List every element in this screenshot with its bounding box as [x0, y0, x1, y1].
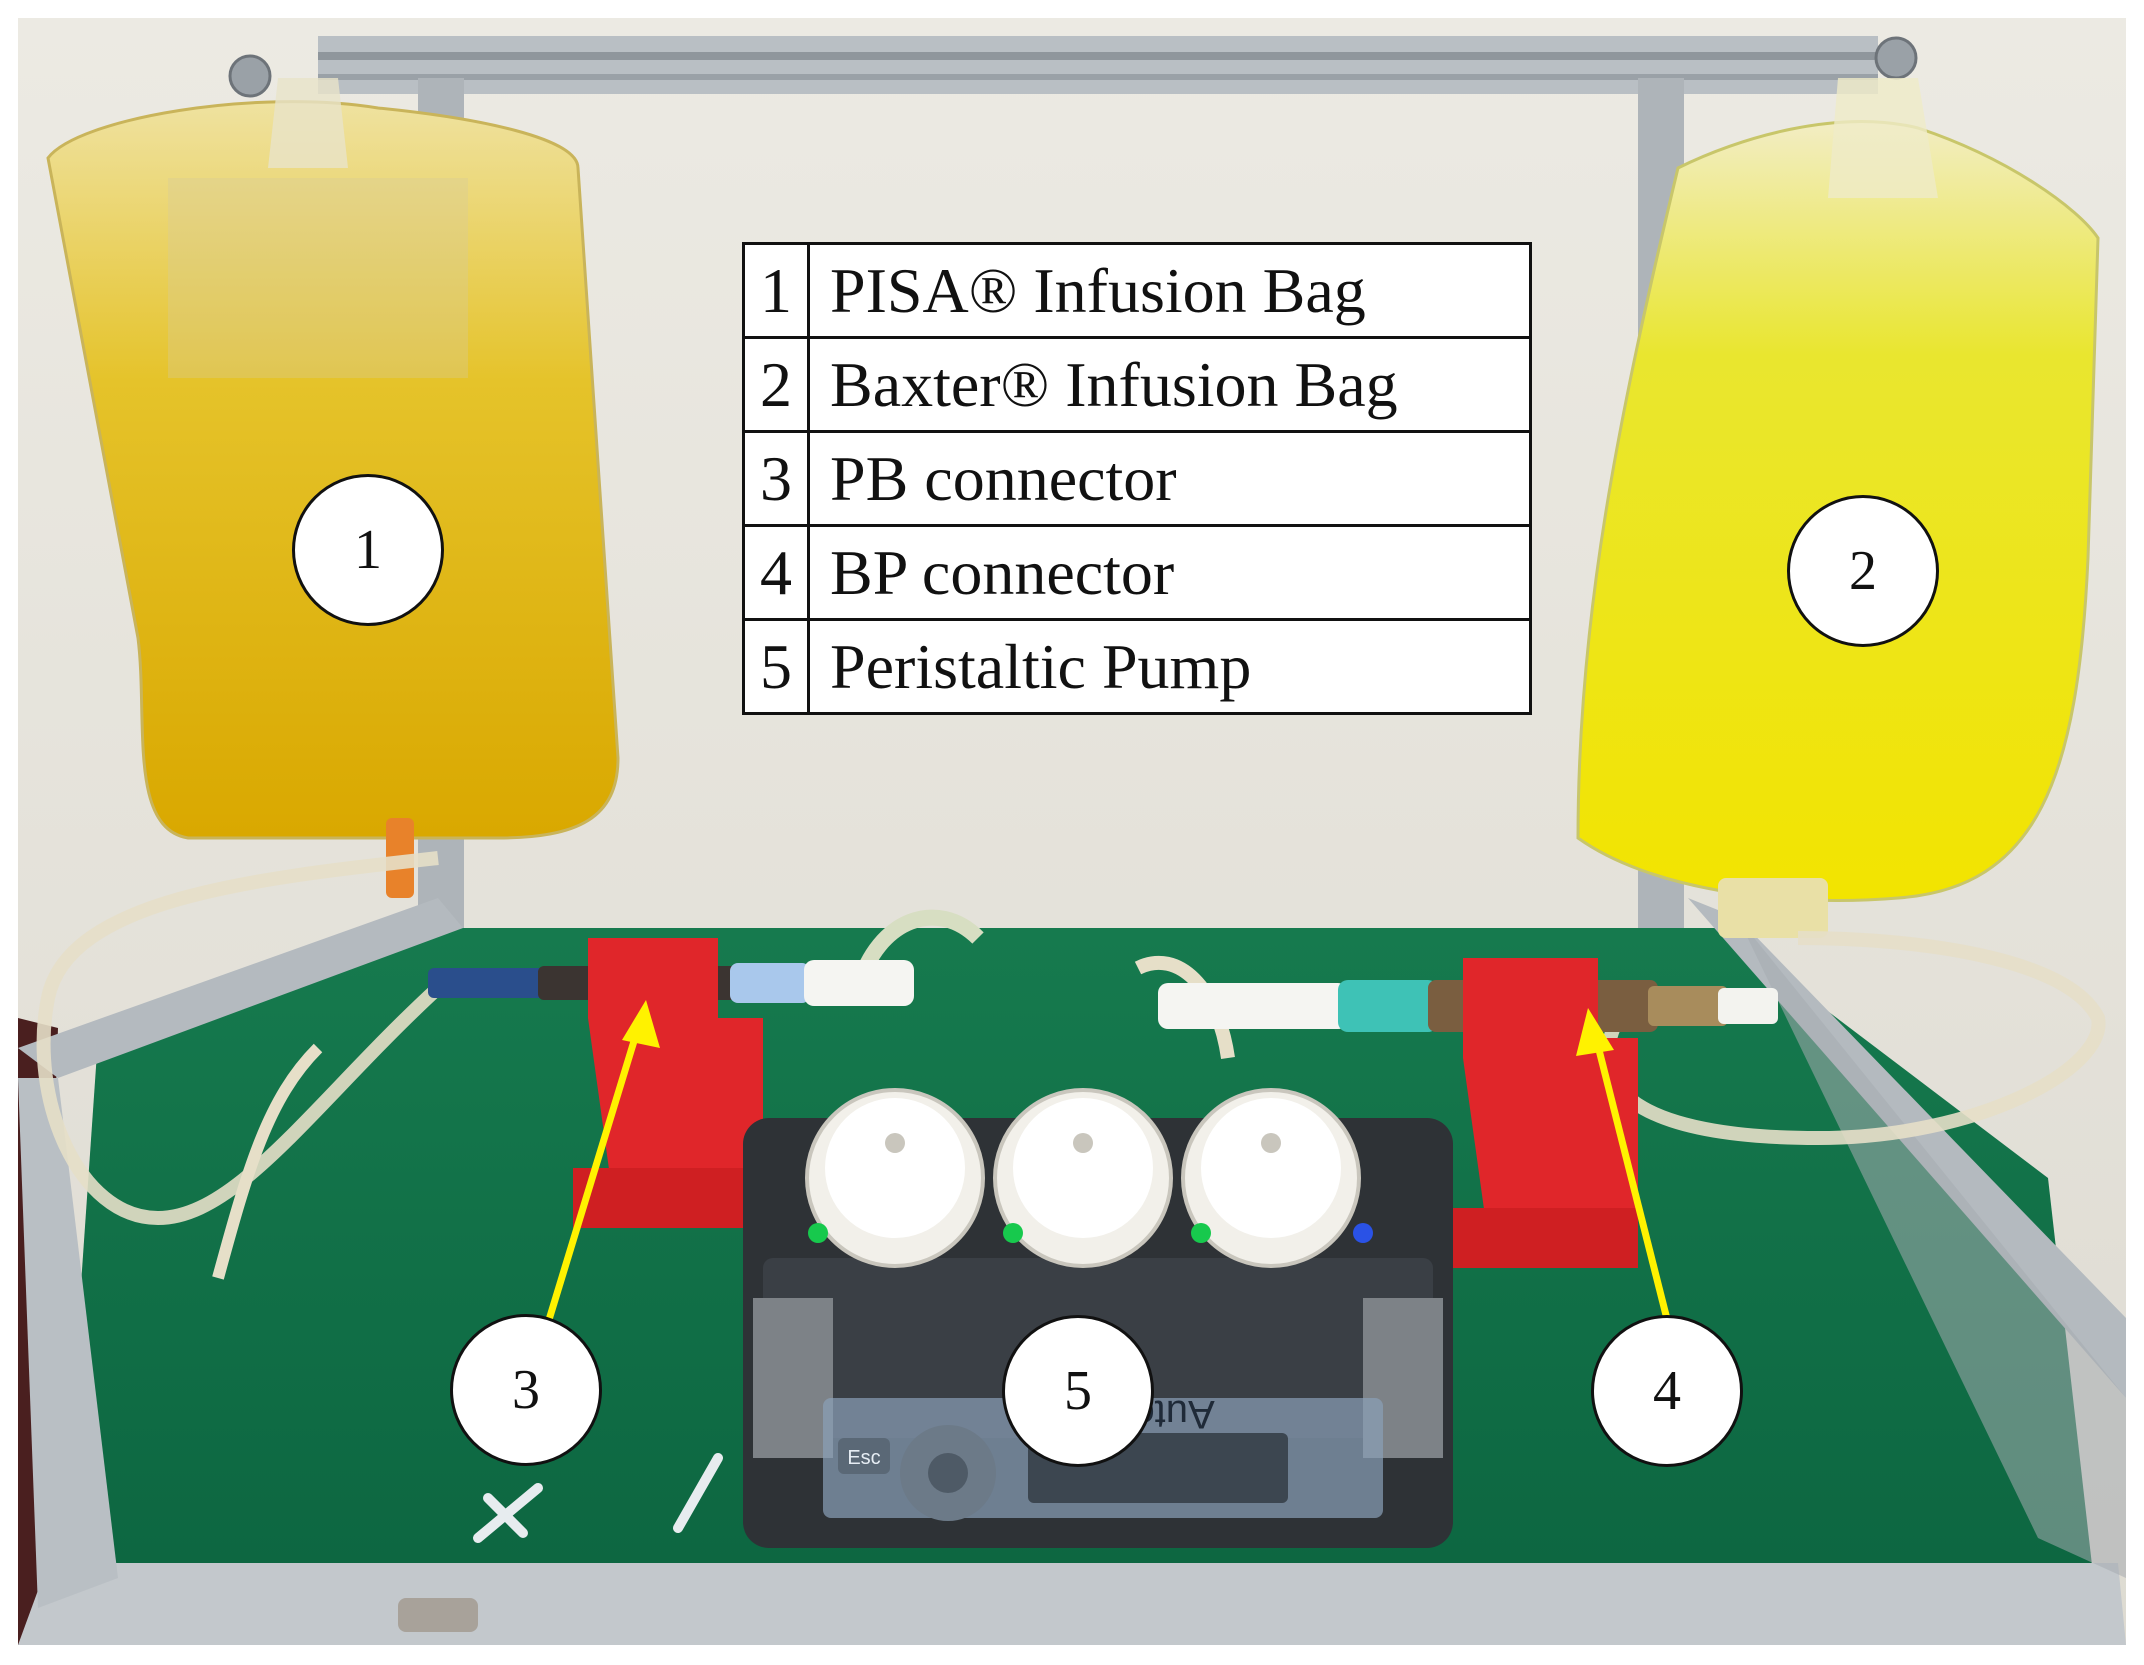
arrow-to-pb-connector [544, 1026, 642, 1325]
tubing-left [36, 851, 443, 1226]
legend-number: 3 [742, 430, 810, 527]
bolt-left [228, 54, 272, 98]
callout-4: 4 [1591, 1315, 1743, 1467]
callout-3: 3 [450, 1314, 602, 1466]
legend-number: 2 [742, 336, 810, 433]
pisa-infusion-bag [46, 100, 620, 840]
legend-number: 1 [742, 242, 810, 339]
legend-label: PISA® Infusion Bag [807, 242, 1532, 339]
holder-left [588, 938, 763, 1198]
pump-esc-key: Esc [847, 1447, 880, 1469]
callout-5: 5 [1002, 1315, 1154, 1467]
callout-4-number: 4 [1653, 1360, 1681, 1422]
arrow-to-bp-connector [1592, 1037, 1672, 1324]
legend-label: PB connector [807, 430, 1532, 527]
loose-connector-1 [473, 1483, 543, 1543]
frame-bottom-bar [18, 1563, 2126, 1645]
metal-fitting [398, 1598, 478, 1632]
pump-heads [805, 1088, 1361, 1268]
callout-1: 1 [292, 474, 444, 626]
frame-top-bar [318, 36, 1878, 94]
photo-scene: Esc Auto pump 1 [18, 18, 2126, 1645]
legend-row: 3 PB connector [742, 430, 1532, 527]
callout-1-number: 1 [354, 519, 382, 581]
legend-label: Peristaltic Pump [807, 618, 1532, 715]
bp-connector-cap [1158, 983, 1348, 1029]
legend-row: 4 BP connector [742, 524, 1532, 621]
led-blue [1353, 1223, 1373, 1243]
legend-number: 5 [742, 618, 810, 715]
callout-5-number: 5 [1064, 1360, 1092, 1422]
legend-number: 4 [742, 524, 810, 621]
legend-label: Baxter® Infusion Bag [807, 336, 1532, 433]
legend-row: 5 Peristaltic Pump [742, 618, 1532, 715]
bolt-right [1874, 36, 1918, 80]
callout-3-number: 3 [512, 1359, 540, 1421]
led-green-2 [1003, 1223, 1023, 1243]
legend-row: 2 Baxter® Infusion Bag [742, 336, 1532, 433]
legend-table: 1 PISA® Infusion Bag 2 Baxter® Infusion … [742, 242, 1532, 715]
legend-row: 1 PISA® Infusion Bag [742, 242, 1532, 339]
frame-left-rail [18, 898, 463, 1078]
tubing-right [1600, 931, 2106, 1146]
callout-2-number: 2 [1849, 540, 1877, 602]
loose-connector-2 [673, 1453, 723, 1533]
led-green-1 [808, 1223, 828, 1243]
led-green-3 [1191, 1223, 1211, 1243]
legend-label: BP connector [807, 524, 1532, 621]
pb-connector-blue [428, 968, 548, 998]
bag-outlet-ports [1718, 878, 1828, 938]
callout-2: 2 [1787, 495, 1939, 647]
